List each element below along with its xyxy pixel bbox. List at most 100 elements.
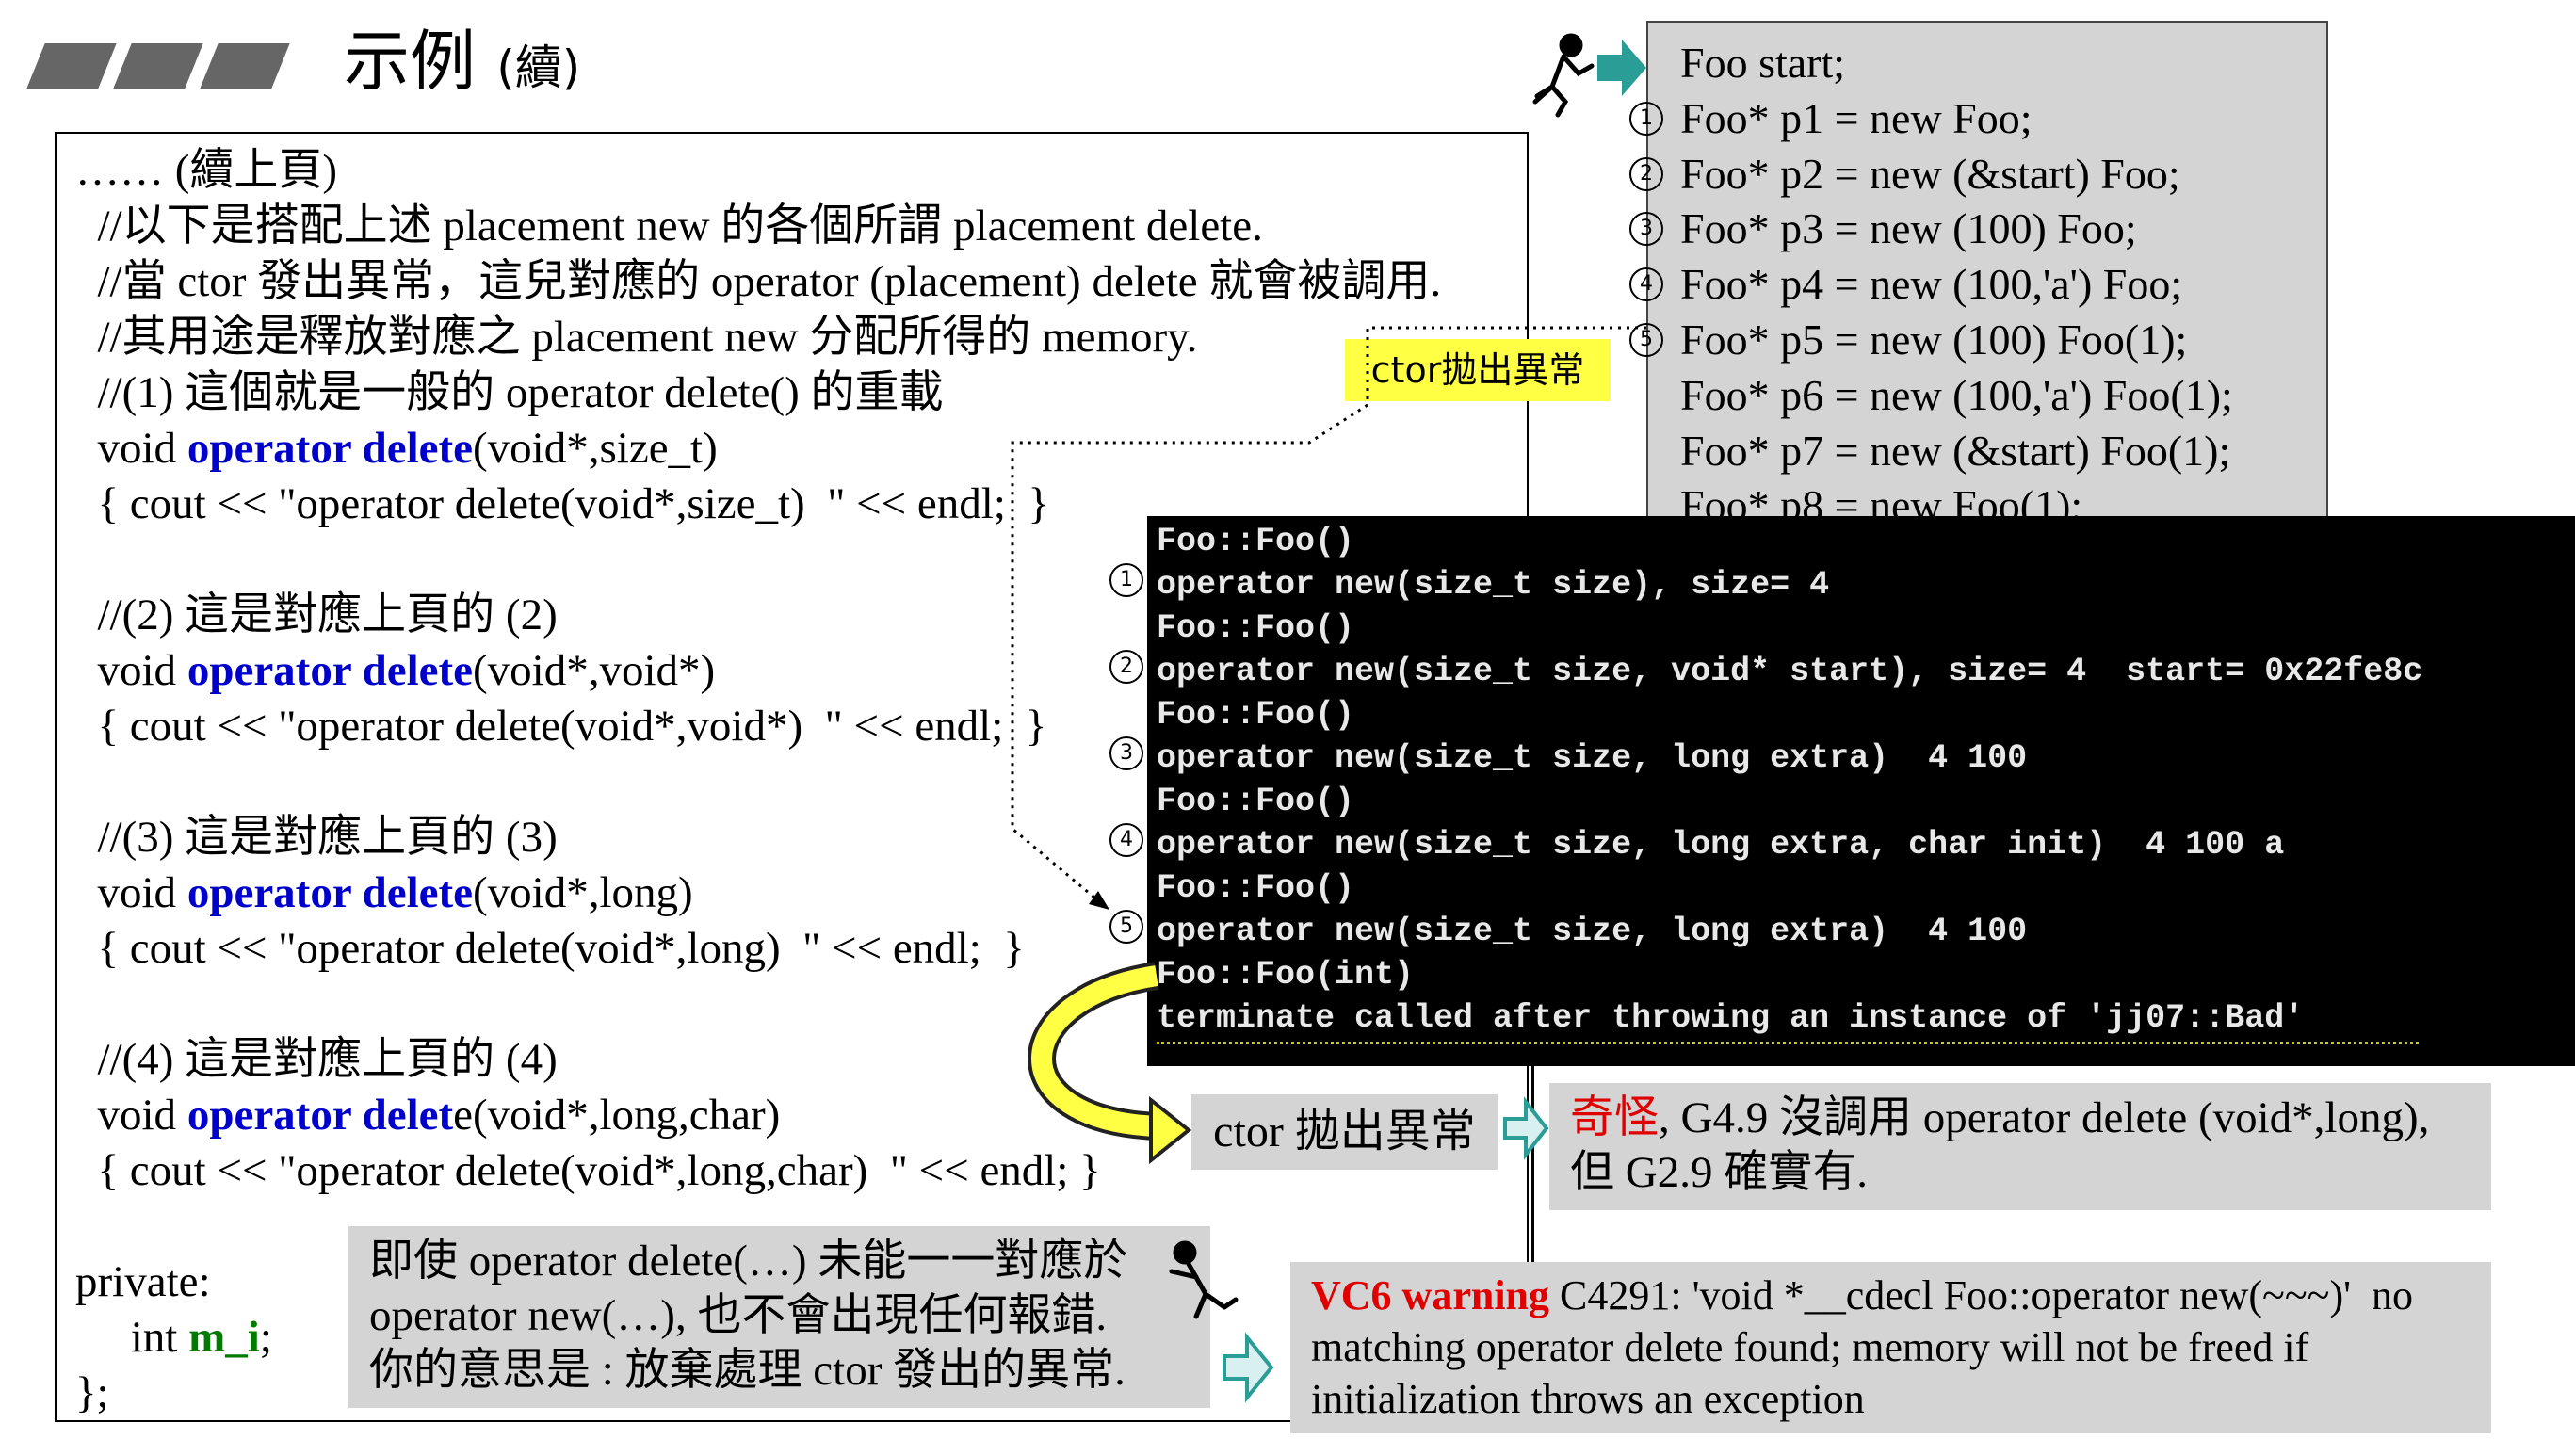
foo-line-text: Foo* p4 = new (100,'a') Foo; — [1680, 260, 2183, 309]
foo-line: 3 Foo* p3 = new (100) Foo; — [1629, 202, 2233, 257]
code-line: //當 ctor 發出異常，這兒對應的 operator (placement)… — [75, 257, 1442, 306]
ctor-exception-box: ctor 拋出異常 — [1191, 1094, 1498, 1170]
code-keyword: operator delete — [186, 868, 474, 917]
code-line: { cout << "operator delete(void*,void*) … — [75, 702, 1047, 751]
console-dotted-underline — [1157, 1042, 2419, 1044]
foo-line-text: Foo* p2 = new (&start) Foo; — [1680, 149, 2180, 198]
code-token: int — [75, 1313, 189, 1362]
dotted-connector-arrowhead — [1089, 891, 1109, 910]
console-line: Foo::Foo() — [1157, 869, 1355, 907]
code-line: { cout << "operator delete(void*,long,ch… — [75, 1146, 1101, 1195]
vc6-warning-label: VC6 warning — [1311, 1272, 1550, 1318]
foo-line: 5 Foo* p5 = new (100) Foo(1); — [1629, 313, 2233, 368]
circled-number-icon: 2 — [1109, 650, 1143, 684]
console-lines: Foo::Foo() operator new(size_t size), si… — [1157, 520, 2422, 1040]
circled-number-icon: 3 — [1109, 736, 1143, 770]
code-token: (void*,void*) — [473, 646, 716, 695]
console-output — [1147, 516, 2575, 1066]
code-line: //(4) 這是對應上頁的 (4) — [75, 1035, 558, 1084]
console-line: terminate called after throwing an insta… — [1157, 999, 2305, 1037]
yellow-arrowhead — [1149, 1095, 1192, 1165]
g49-note-box: 奇怪, G4.9 沒調用 operator delete (void*,long… — [1549, 1083, 2491, 1210]
code-line-delete-2: void operator delete(void*,void*) — [75, 643, 1526, 699]
hollow-arrow-icon — [1223, 1332, 1274, 1403]
vc6-warning-line2: matching operator delete found; memory w… — [1311, 1324, 2309, 1370]
console-line: Foo::Foo() — [1157, 609, 1355, 647]
code-line-delete-3: void operator delete(void*,long) — [75, 866, 1526, 921]
foo-line-text: Foo* p6 = new (100,'a') Foo(1); — [1680, 370, 2233, 419]
code-line: //以下是搭配上述 placement new 的各個所謂 placement … — [75, 202, 1263, 251]
g49-note-text: 奇怪, G4.9 沒調用 operator delete (void*,long… — [1570, 1091, 2429, 1200]
foo-line-text: Foo start; — [1680, 39, 1846, 87]
code-token: (void*,size_t) — [473, 424, 718, 473]
slide-title-sub: (續) — [496, 40, 581, 95]
foo-test-panel — [1646, 21, 2328, 541]
vc6-warning-text: VC6 warning C4291: 'void *__cdecl Foo::o… — [1311, 1270, 2413, 1425]
code-line: private: — [75, 1257, 211, 1306]
code-line: { cout << "operator delete(void*,size_t)… — [75, 479, 1049, 528]
code-line: { cout << "operator delete(void*,long) "… — [75, 924, 1025, 973]
circled-number-icon: 4 — [1629, 267, 1663, 302]
code-line-delete-4: void operator delete(void*,long,char) — [75, 1088, 1526, 1143]
g49-note-highlight: 奇怪 — [1570, 1093, 1659, 1142]
foo-line-text: Foo* p5 = new (100) Foo(1); — [1680, 315, 2188, 364]
console-line: Foo::Foo() — [1157, 783, 1355, 820]
console-line: operator new(size_t size, long extra) 4 … — [1157, 913, 2028, 950]
foo-line: Foo* p7 = new (&start) Foo(1); — [1629, 424, 2233, 479]
foo-line: Foo* p6 = new (100,'a') Foo(1); — [1629, 368, 2233, 424]
code-line-delete-1: void operator delete(void*,size_t) — [75, 421, 1526, 477]
code-token: void — [75, 646, 187, 695]
console-line: operator new(size_t size, long extra, ch… — [1157, 826, 2285, 864]
falling-figure-icon — [1169, 1240, 1239, 1319]
foo-line-text: Foo* p3 = new (100) Foo; — [1680, 204, 2137, 253]
vc6-warning-line3: initialization throws an exception — [1311, 1376, 1865, 1422]
console-line: Foo::Foo() — [1157, 696, 1355, 734]
g49-note-line2: 但 G2.9 確實有. — [1570, 1148, 1868, 1197]
code-token: void — [75, 424, 187, 473]
console-line: Foo::Foo(int) — [1157, 956, 1415, 994]
circled-number-icon: 4 — [1109, 823, 1143, 857]
foo-line: Foo start; — [1629, 36, 2233, 91]
code-listing: …… (續上頁) //以下是搭配上述 placement new 的各個所謂 p… — [75, 143, 1526, 1421]
foo-line: 1 Foo* p1 = new Foo; — [1629, 91, 2233, 147]
note-line: 即使 operator delete(…) 未能一一對應於 — [369, 1237, 1128, 1286]
circled-number-icon: 5 — [1629, 322, 1663, 357]
code-member: m_i — [188, 1313, 260, 1362]
circled-number-icon: 5 — [1109, 910, 1143, 944]
teal-arrow-icon — [1597, 40, 1646, 96]
code-token: (void*,long) — [473, 868, 693, 917]
code-line: //其用途是釋放對應之 placement new 分配所得的 memory. — [75, 313, 1198, 362]
code-token: void — [75, 868, 187, 917]
code-line: //(3) 這是對應上頁的 (3) — [75, 813, 558, 862]
circled-number-icon: 2 — [1629, 156, 1663, 191]
console-line: operator new(size_t size, void* start), … — [1157, 653, 2423, 690]
console-line: operator new(size_t size, long extra) 4 … — [1157, 739, 2028, 777]
code-line: //(1) 這個就是一般的 operator delete() 的重載 — [75, 368, 944, 417]
ctor-exception-label: ctor拋出異常 — [1345, 339, 1611, 401]
foo-line-text: Foo* p7 = new (&start) Foo(1); — [1680, 426, 2231, 475]
code-token: e(void*,long,char) — [453, 1091, 781, 1140]
code-line: …… (續上頁) — [75, 146, 338, 195]
code-keyword: operator delete — [186, 424, 474, 473]
circled-number-icon: 3 — [1629, 212, 1663, 247]
dotted-connector — [1011, 326, 1646, 904]
note-line: operator new(…), 也不會出現任何報錯. — [369, 1291, 1108, 1340]
console-line: Foo::Foo() — [1157, 523, 1355, 560]
circled-number-icon: 1 — [1109, 563, 1143, 597]
foo-line: 2 Foo* p2 = new (&start) Foo; — [1629, 147, 2233, 202]
note-line: 你的意思是 : 放棄處理 ctor 發出的異常. — [369, 1346, 1126, 1395]
circled-number-icon: 1 — [1629, 101, 1663, 136]
foo-line-text: Foo* p1 = new Foo; — [1680, 93, 2032, 142]
unmatched-delete-note-box: 即使 operator delete(…) 未能一一對應於 operator ne… — [348, 1226, 1210, 1408]
code-line-member: int m_i; — [75, 1310, 1526, 1366]
slide-title-main: 示例 — [344, 23, 476, 100]
foo-line: 4 Foo* p4 = new (100,'a') Foo; — [1629, 257, 2233, 313]
code-line: //(2) 這是對應上頁的 (2) — [75, 590, 558, 639]
g49-note-line1: , G4.9 沒調用 operator delete (void*,long), — [1659, 1093, 2430, 1142]
code-token: ; — [259, 1313, 272, 1362]
console-line: operator new(size_t size), size= 4 — [1157, 566, 1830, 604]
slide-title: 示例 (續) — [344, 21, 580, 108]
vc6-warning-box: VC6 warning C4291: 'void *__cdecl Foo::o… — [1290, 1262, 2491, 1433]
code-keyword: operator delet — [186, 1091, 454, 1140]
